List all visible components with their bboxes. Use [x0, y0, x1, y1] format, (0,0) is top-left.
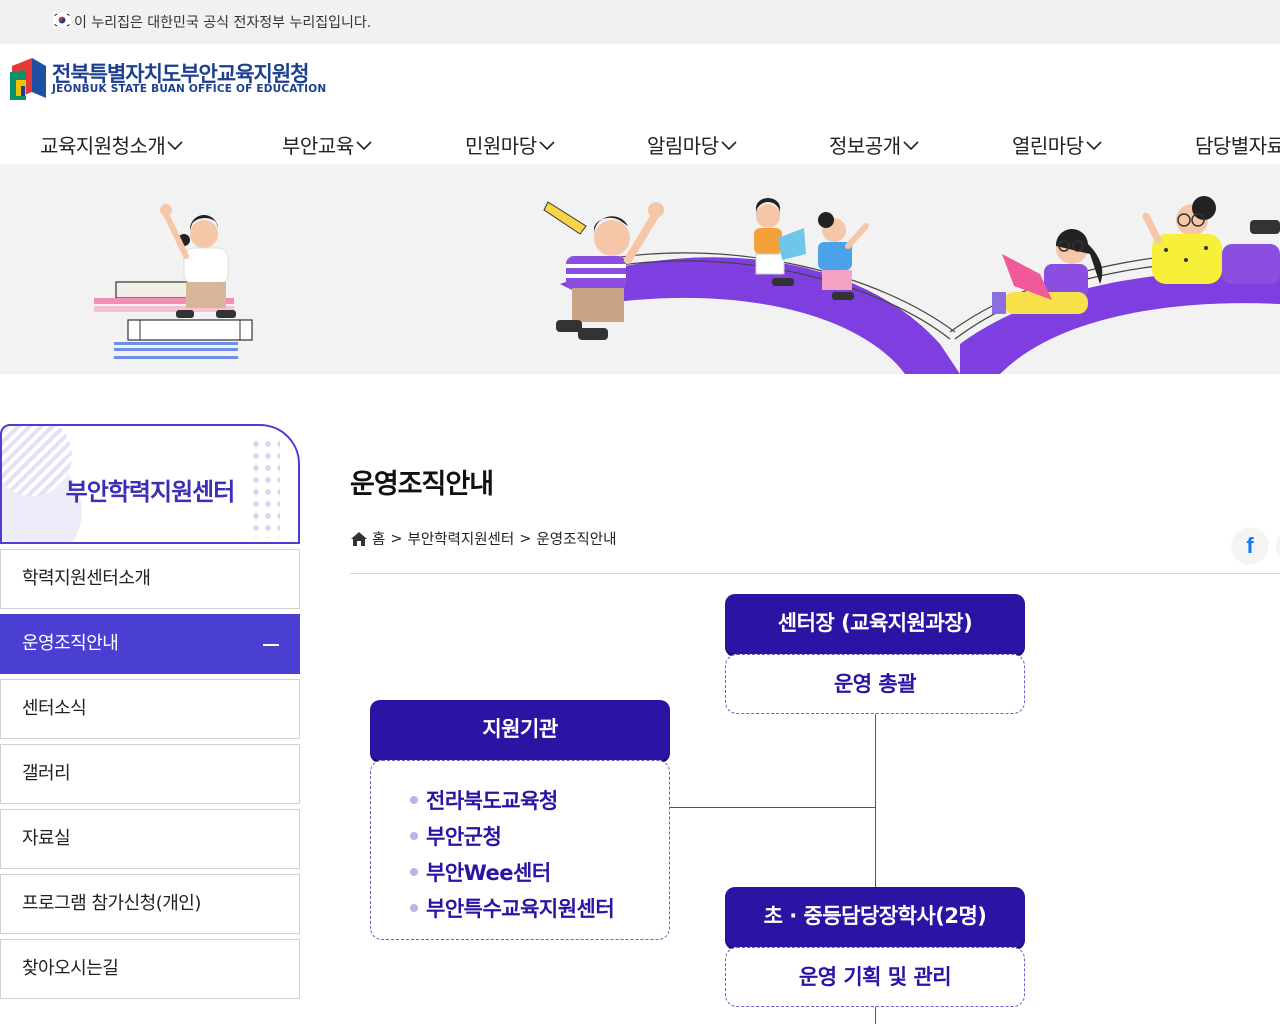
minus-icon	[263, 644, 279, 646]
bullet-icon	[410, 832, 418, 840]
bullet-icon	[410, 868, 418, 876]
support-agency-label: 부안군청	[426, 825, 502, 849]
chevron-down-icon	[356, 141, 372, 151]
child-illustration-right	[1142, 196, 1280, 284]
lnb-title-box: 부안학력지원센터	[0, 424, 300, 544]
support-agency-label: 부안특수교육지원센터	[426, 897, 615, 921]
lnb-item-archive[interactable]: 자료실	[0, 809, 300, 869]
gnb-item-label: 교육지원청소개	[40, 134, 166, 158]
org-head-title: 센터장 (교육지원과장)	[725, 594, 1025, 654]
list-item: 부안Wee센터	[410, 854, 614, 890]
logo-mark-icon	[10, 58, 46, 100]
facebook-icon: f	[1246, 533, 1254, 558]
logo-subtitle: JEONBUK STATE BUAN OFFICE OF EDUCATION	[52, 83, 327, 95]
gnb-item-label: 정보공개	[829, 134, 901, 158]
org-staff-role: 운영 기획 및 관리	[725, 947, 1025, 1007]
gnb-item-label: 알림마당	[647, 134, 719, 158]
lnb-item-label: 학력지원센터소개	[22, 568, 151, 589]
gnb-item-civil-service[interactable]: 민원마당	[465, 130, 555, 159]
decorative-dots	[250, 438, 280, 538]
lnb-item-label: 프로그램 참가신청(개인)	[22, 893, 201, 914]
lnb-item-gallery[interactable]: 갤러리	[0, 744, 300, 804]
breadcrumb-separator: >	[390, 530, 403, 547]
org-support-title: 지원기관	[370, 700, 670, 760]
lnb-title: 부안학력지원센터	[65, 478, 236, 506]
lnb-item-center-intro[interactable]: 학력지원센터소개	[0, 549, 300, 609]
page-title: 운영조직안내	[350, 469, 494, 500]
logo-title: 전북특별자치도부안교육지원청	[52, 62, 309, 86]
bullet-icon	[410, 904, 418, 912]
chevron-down-icon	[167, 141, 183, 151]
list-item: 부안군청	[410, 818, 614, 854]
support-agency-label: 전라북도교육청	[426, 789, 558, 813]
breadcrumb-section[interactable]: 부안학력지원센터	[407, 532, 515, 548]
lnb-item-directions[interactable]: 찾아오시는길	[0, 939, 300, 999]
list-item: 전라북도교육청	[410, 782, 614, 818]
gnb-item-buan-education[interactable]: 부안교육	[282, 130, 372, 159]
lnb-item-program-signup[interactable]: 프로그램 참가신청(개인)	[0, 874, 300, 934]
org-head-role: 운영 총괄	[725, 654, 1025, 714]
support-agency-list: 전라북도교육청 부안군청 부안Wee센터 부안특수교육지원센터	[410, 782, 615, 926]
bullet-icon	[410, 796, 418, 804]
chevron-down-icon	[539, 141, 555, 151]
child-laptop-illustration	[992, 229, 1103, 314]
gov-banner: 이 누리집은 대한민국 공식 전자정부 누리집입니다.	[0, 0, 1280, 44]
main-navigation: 교육지원청소개 부안교육 민원마당 알림마당 정보공개 열린마당 담당별자료	[0, 122, 1280, 164]
breadcrumb: 홈 > 부안학력지원센터 > 운영조직안내	[350, 528, 616, 549]
gnb-item-department-data[interactable]: 담당별자료	[1195, 130, 1280, 159]
content-divider	[350, 573, 1280, 574]
facebook-share-button[interactable]: f	[1232, 528, 1268, 564]
share-button-partial[interactable]	[1276, 528, 1280, 564]
gov-banner-text: 이 누리집은 대한민국 공식 전자정부 누리집입니다.	[74, 15, 372, 31]
lnb-item-label: 자료실	[22, 828, 71, 849]
list-item: 부안특수교육지원센터	[410, 890, 615, 926]
support-agency-label: 부안Wee센터	[426, 861, 551, 885]
org-connector-horizontal	[669, 807, 875, 808]
lnb-item-label: 운영조직안내	[22, 633, 119, 654]
lnb-item-label: 갤러리	[22, 763, 71, 784]
banner-illustration	[94, 196, 1280, 374]
korea-flag-icon	[53, 13, 71, 27]
book-stack-illustration	[94, 281, 253, 359]
gnb-item-open-forum[interactable]: 열린마당	[1012, 130, 1102, 159]
breadcrumb-home[interactable]: 홈	[372, 532, 386, 548]
org-connector-bottom	[875, 1006, 876, 1024]
gnb-item-disclosure[interactable]: 정보공개	[829, 130, 919, 159]
gnb-item-notice[interactable]: 알림마당	[647, 130, 737, 159]
breadcrumb-separator: >	[519, 530, 532, 547]
org-staff-title: 초 · 중등담당장학사(2명)	[725, 887, 1025, 947]
gnb-item-label: 부안교육	[282, 134, 354, 158]
lnb-item-center-news[interactable]: 센터소식	[0, 679, 300, 739]
children-reading-illustration	[754, 198, 869, 300]
home-icon[interactable]	[350, 531, 368, 547]
chevron-down-icon	[1086, 141, 1102, 151]
chevron-down-icon	[721, 141, 737, 151]
lnb-item-label: 찾아오시는길	[22, 958, 119, 979]
child-illustration-pencil	[543, 201, 664, 340]
org-support-box	[370, 760, 670, 940]
gnb-item-label: 담당별자료	[1195, 134, 1280, 158]
chevron-down-icon	[903, 141, 919, 151]
gnb-item-label: 열린마당	[1012, 134, 1084, 158]
gnb-item-about[interactable]: 교육지원청소개	[40, 130, 183, 159]
org-connector-vertical	[875, 714, 876, 888]
lnb-item-label: 센터소식	[22, 698, 87, 719]
visual-banner	[0, 164, 1280, 374]
gnb-item-label: 민원마당	[465, 134, 537, 158]
child-illustration-left	[160, 204, 236, 318]
lnb-item-organization[interactable]: 운영조직안내	[0, 614, 300, 674]
breadcrumb-current: 운영조직안내	[536, 532, 617, 548]
